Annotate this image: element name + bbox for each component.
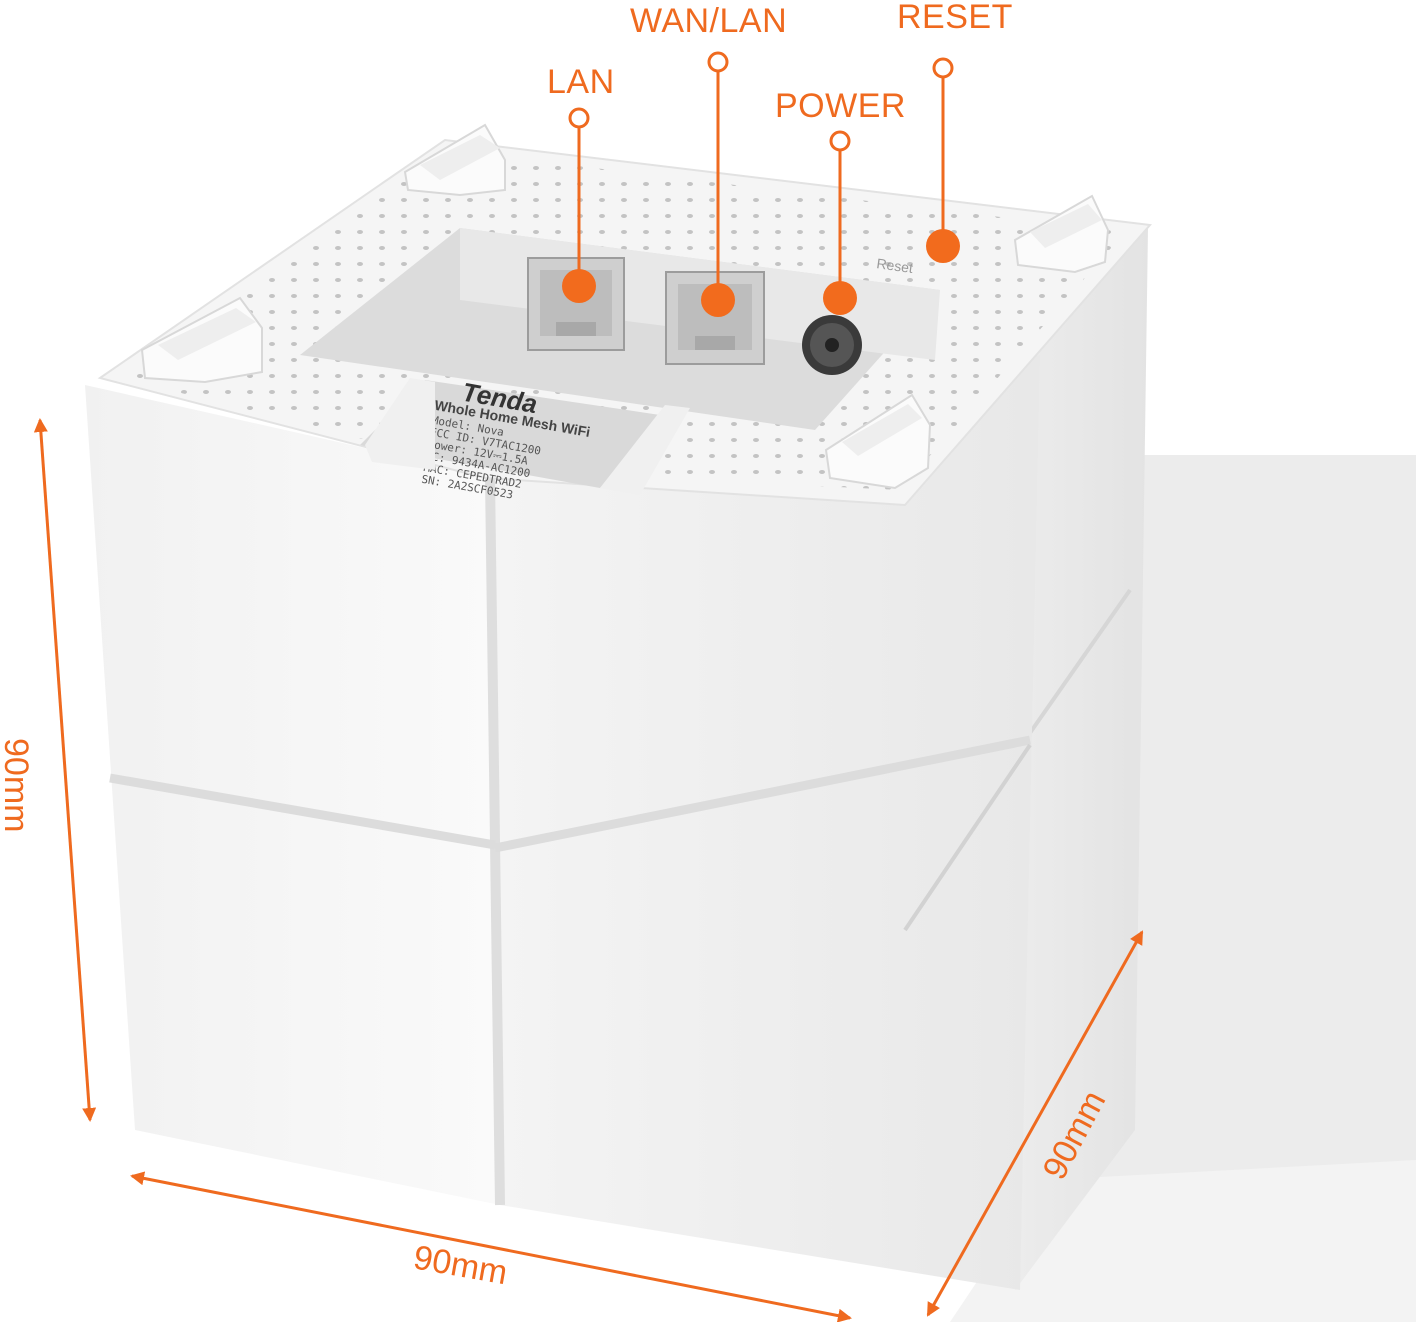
power-jack — [802, 315, 862, 375]
device-front-face — [490, 355, 1040, 1290]
seam-front-right-edge — [903, 743, 1032, 932]
device-left-face — [85, 385, 500, 1205]
top-notch-left — [365, 378, 435, 470]
reset-marking: Reset — [876, 255, 915, 276]
foot-front-left — [140, 296, 263, 384]
wan-lan-label: WAN/LAN — [630, 2, 787, 40]
power-callout-dot — [823, 281, 857, 315]
callout-reset: RESET — [897, 0, 1013, 263]
seam-horizontal-right — [494, 735, 1031, 853]
foot-back-left — [403, 123, 506, 197]
foot-front-right — [824, 393, 932, 490]
foot-back-right — [1013, 194, 1110, 274]
lan-label: LAN — [547, 63, 615, 101]
reset-callout-dot — [926, 229, 960, 263]
height-dimension: 90mm — [0, 418, 97, 1122]
height-dimension-label: 90mm — [0, 738, 35, 832]
lan-callout-dot — [562, 269, 596, 303]
top-notch-right — [600, 405, 690, 495]
seam-horizontal-left — [109, 773, 496, 850]
callout-lan: LAN — [547, 63, 615, 303]
power-label: POWER — [775, 87, 906, 125]
wan-lan-callout-dot — [701, 283, 735, 317]
callout-power: POWER — [775, 87, 906, 315]
callout-wan-lan: WAN/LAN — [630, 2, 787, 317]
right-face-split-h — [1023, 588, 1132, 742]
reset-label: RESET — [897, 0, 1013, 36]
